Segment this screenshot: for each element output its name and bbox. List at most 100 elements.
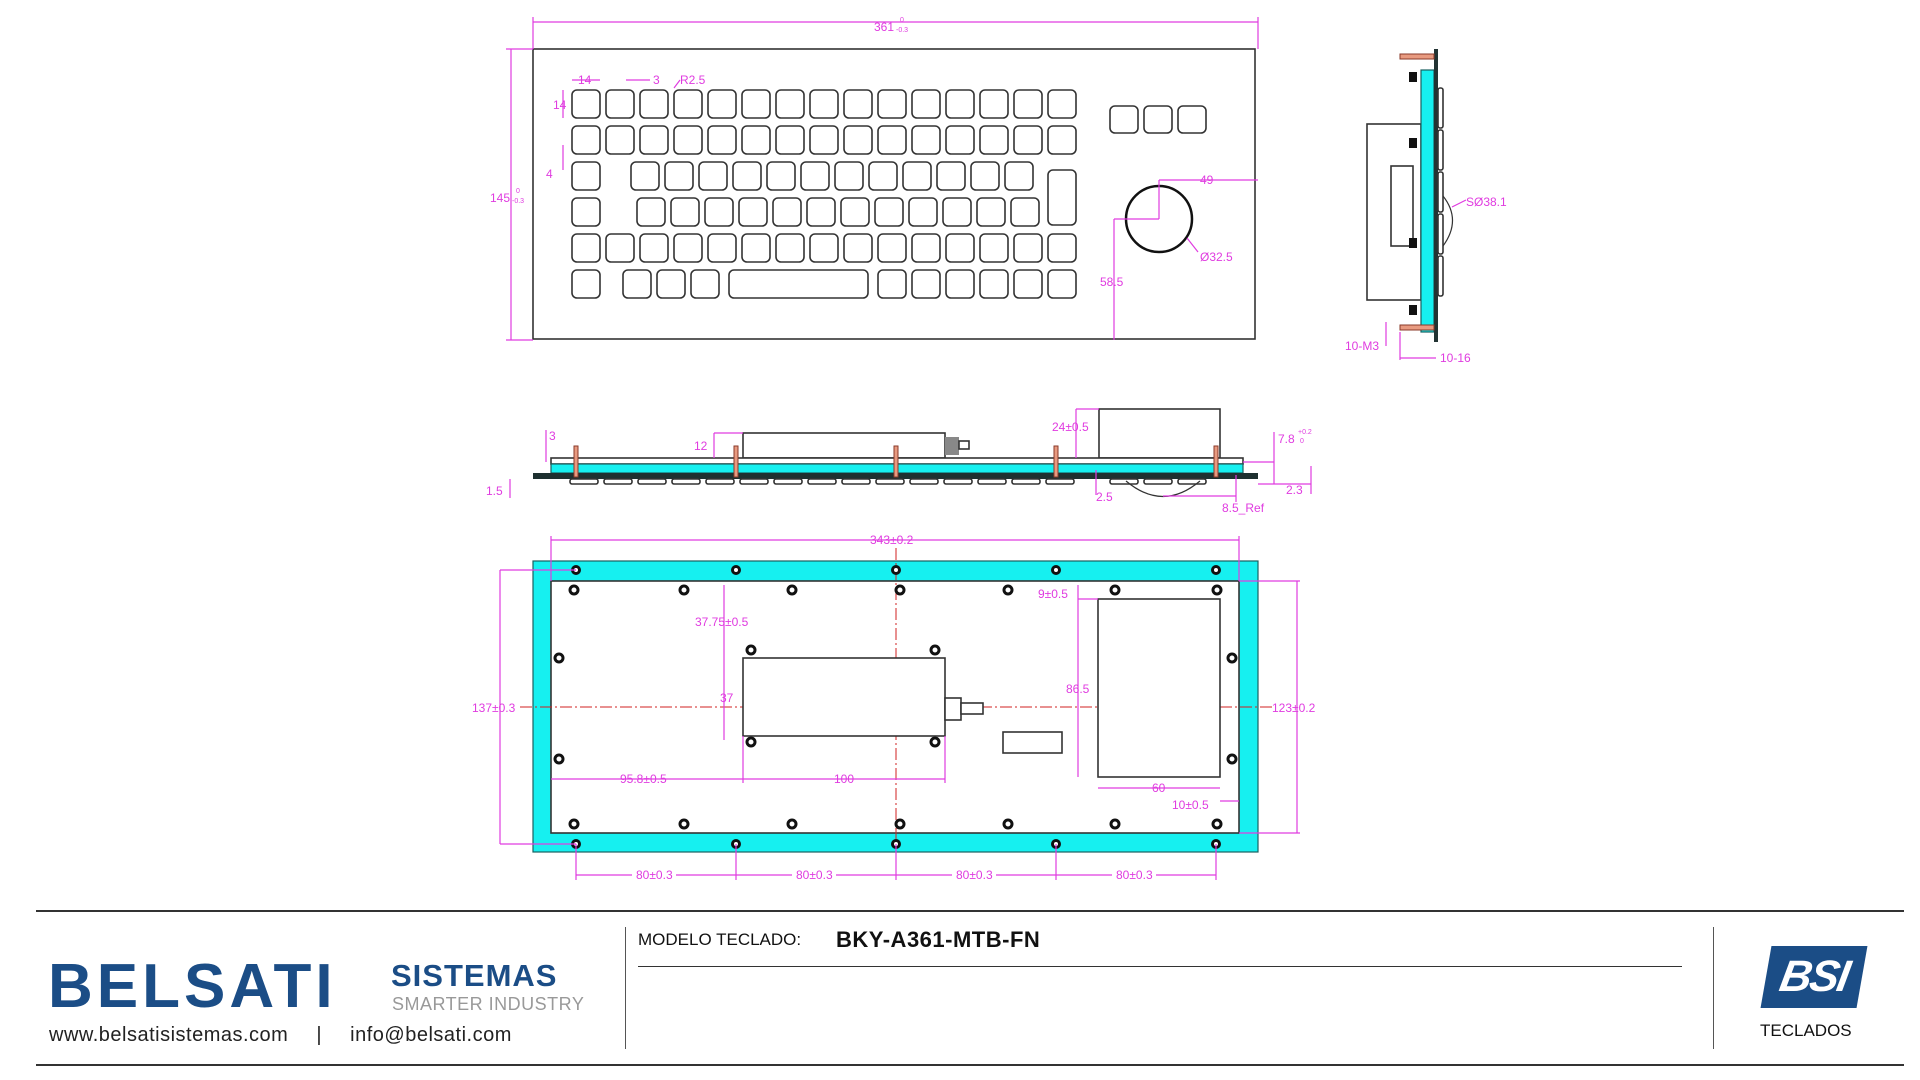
module-height-dim: 86.5: [1066, 682, 1090, 696]
key: [728, 269, 869, 299]
key: [605, 125, 635, 155]
key: [571, 269, 601, 299]
key-profile: [977, 478, 1007, 485]
key: [738, 197, 768, 227]
key-profile: [1143, 478, 1173, 485]
key: [704, 197, 734, 227]
key-profile: [1045, 478, 1075, 485]
key: [1013, 233, 1043, 263]
tolerance-lower: 0: [1300, 438, 1304, 445]
key: [639, 89, 669, 119]
screw-hole: [786, 584, 798, 596]
footer-divider-left: [625, 927, 626, 1049]
website-link[interactable]: www.belsatisistemas.com: [49, 1024, 289, 1046]
key-grid: [571, 89, 1077, 299]
trackball-diameter-dim: Ø32.5: [1200, 250, 1233, 264]
bsi-logo: BSI: [1760, 946, 1868, 1008]
key: [979, 125, 1009, 155]
key: [911, 269, 941, 299]
email-link[interactable]: info@belsati.com: [350, 1024, 512, 1046]
module-offset-dim: 9±0.5: [1038, 587, 1068, 601]
key-travel-dim: 2.5: [1096, 490, 1113, 504]
screw-hole: [1002, 584, 1014, 596]
key-profile: [773, 478, 803, 485]
trackball-x-dim: 49: [1200, 173, 1214, 187]
key-profile: [875, 478, 905, 485]
key: [622, 269, 652, 299]
key: [979, 269, 1009, 299]
screw-hole: [568, 584, 580, 596]
dome-dim: SØ38.1: [1466, 195, 1507, 209]
key: [979, 233, 1009, 263]
overall-dim: 7.8: [1278, 432, 1295, 446]
contact-line: www.belsatisistemas.com | info@belsati.c…: [49, 1024, 512, 1047]
key-profile: [569, 478, 599, 485]
key: [809, 125, 839, 155]
screw-hole: [678, 818, 690, 830]
screw-hole: [745, 644, 757, 656]
key: [911, 233, 941, 263]
screw-hole: [891, 565, 901, 575]
plate-dim: 1.5: [486, 484, 503, 498]
row-gap-dim: 4: [546, 167, 553, 181]
rear-height-outer-dim: 137±0.3: [472, 701, 516, 715]
key: [843, 125, 873, 155]
key: [840, 197, 870, 227]
key-profile: [705, 478, 735, 485]
key: [571, 161, 601, 191]
key-profile: [1177, 478, 1207, 485]
key-radius-dim: R2.5: [680, 73, 706, 87]
brand-logo-secondary: SISTEMAS: [391, 958, 558, 993]
screw-hole: [731, 565, 741, 575]
key: [741, 89, 771, 119]
key: [945, 269, 975, 299]
box-height-dim: 12: [694, 439, 708, 453]
key-profile: [739, 478, 769, 485]
key: [979, 89, 1009, 119]
screw-hole: [568, 818, 580, 830]
box-width-dim: 100: [834, 772, 854, 786]
pitch-dim: 80±0.3: [636, 868, 673, 882]
rear-height-inner-dim: 123±0.2: [1272, 701, 1316, 715]
key: [809, 233, 839, 263]
screw-hole: [894, 818, 906, 830]
model-value: BKY-A361-MTB-FN: [836, 927, 1041, 952]
key: [1047, 125, 1077, 155]
section-keys: [569, 478, 1207, 485]
front-dimensions: 361 0 -0.3 145 0 -0.3 14 3 R2.5 14 4 49 …: [490, 17, 1259, 341]
key: [868, 161, 898, 191]
key: [1047, 169, 1077, 226]
screw-hole: [1211, 565, 1221, 575]
key: [945, 233, 975, 263]
front-view: 361 0 -0.3 145 0 -0.3 14 3 R2.5 14 4 49 …: [490, 17, 1259, 341]
key: [605, 89, 635, 119]
key: [945, 125, 975, 155]
key: [843, 89, 873, 119]
key: [673, 233, 703, 263]
key: [775, 233, 805, 263]
key: [664, 161, 694, 191]
stud-dim: 3: [549, 429, 556, 443]
key: [639, 125, 669, 155]
function-key: [1177, 105, 1207, 134]
footer-divider-right: [1713, 927, 1714, 1049]
side-view: SØ38.1 10-M3 10-16: [1345, 49, 1507, 365]
footer-top-rule: [36, 910, 1904, 912]
pitch-dim: 80±0.3: [1116, 868, 1153, 882]
screw-hole: [1109, 584, 1121, 596]
module-width-dim: 60: [1152, 781, 1166, 795]
key: [673, 89, 703, 119]
separator: |: [316, 1024, 323, 1046]
key: [834, 161, 864, 191]
key-profile: [1109, 478, 1139, 485]
key: [908, 197, 938, 227]
key: [877, 269, 907, 299]
screw-hole: [1002, 818, 1014, 830]
key-profile: [841, 478, 871, 485]
box-offset-x-dim: 95.8±0.5: [620, 772, 667, 786]
height-dimension: 145: [490, 191, 510, 205]
key-profile: [1011, 478, 1041, 485]
key: [741, 125, 771, 155]
key: [636, 197, 666, 227]
